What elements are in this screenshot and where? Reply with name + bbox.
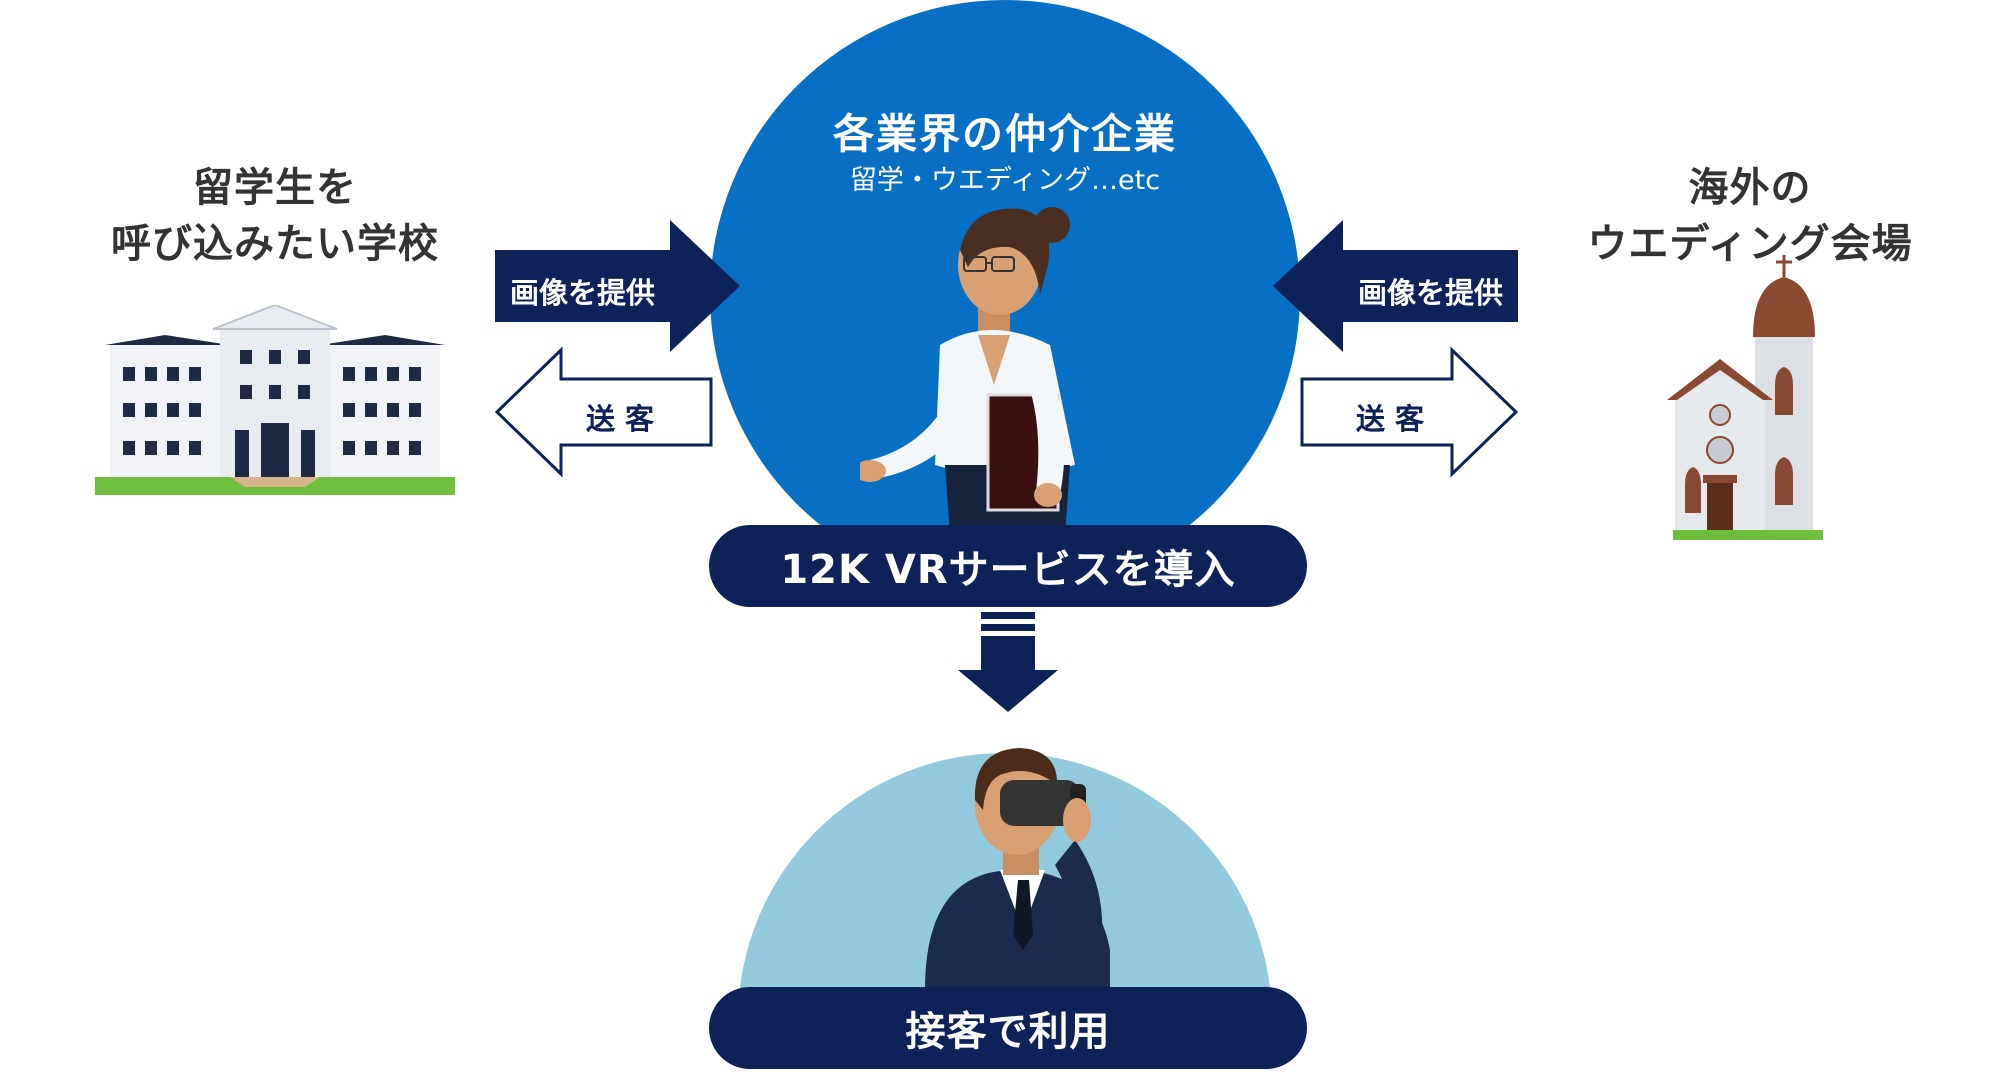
- right-send-label: 送 客: [1355, 402, 1425, 436]
- down-arrow-icon: [958, 612, 1058, 712]
- right-send-arrow: [1300, 346, 1518, 478]
- right-provide-arrow: [1273, 220, 1518, 352]
- venue-title: 海外の ウエディング会場: [1540, 160, 1960, 272]
- venue-title-line2: ウエディング会場: [1587, 221, 1913, 267]
- school-building-illustration: [95, 305, 455, 495]
- usage-label: 接客で利用: [905, 1009, 1111, 1055]
- church-illustration: [1667, 255, 1823, 540]
- usage-badge: 接客で利用: [709, 987, 1307, 1069]
- school-title: 留学生を 呼び込みたい学校: [80, 160, 470, 272]
- left-send-label: 送 客: [585, 402, 655, 436]
- right-provide-label: 画像を提供: [1357, 276, 1503, 310]
- vr-service-badge: 12K VRサービスを導入: [709, 525, 1307, 607]
- intermediary-title: 各業界の仲介企業: [833, 110, 1177, 158]
- vr-service-label: 12K VRサービスを導入: [780, 547, 1236, 593]
- left-send-arrow: [495, 346, 713, 478]
- left-provide-arrow: [495, 220, 740, 352]
- school-title-line2: 呼び込みたい学校: [111, 221, 439, 267]
- venue-title-line1: 海外の: [1688, 165, 1812, 211]
- businesswoman-illustration: [860, 207, 1075, 535]
- vr-user-illustration: [925, 748, 1110, 990]
- left-provide-label: 画像を提供: [509, 276, 655, 310]
- intermediary-subtitle: 留学・ウエディング…etc: [849, 165, 1161, 196]
- school-title-line1: 留学生を: [193, 165, 357, 211]
